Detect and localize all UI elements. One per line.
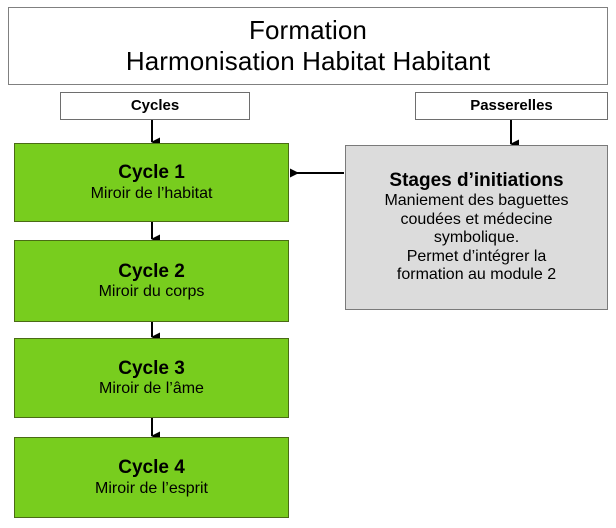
cycle-box-2: Cycle 2 Miroir du corps — [14, 240, 289, 322]
stages-box: Stages d’initiations Maniement des bague… — [345, 145, 608, 310]
stages-line-5: formation au module 2 — [396, 266, 557, 284]
cycle-4-title: Cycle 4 — [118, 457, 185, 479]
cycle-box-1: Cycle 1 Miroir de l’habitat — [14, 143, 289, 222]
diagram-title-box: Formation Harmonisation Habitat Habitant — [8, 7, 608, 85]
cycle-1-title: Cycle 1 — [118, 162, 185, 184]
label-cycles: Cycles — [130, 96, 180, 114]
cycle-3-title: Cycle 3 — [118, 357, 185, 379]
label-passerelles: Passerelles — [470, 96, 553, 114]
cycle-4-subtitle: Miroir de l’esprit — [95, 479, 208, 497]
title-line-2: Harmonisation Habitat Habitant — [125, 45, 491, 76]
label-box-cycles: Cycles — [60, 92, 250, 120]
cycle-2-subtitle: Miroir du corps — [98, 283, 205, 301]
stages-line-3: symbolique. — [433, 229, 520, 247]
label-box-passerelles: Passerelles — [415, 92, 608, 120]
stages-line-2: coudées et médecine — [400, 210, 553, 228]
cycle-2-title: Cycle 2 — [118, 260, 185, 282]
cycle-1-subtitle: Miroir de l’habitat — [90, 184, 213, 202]
title-line-1: Formation — [249, 15, 367, 46]
stages-line-4: Permet d’intégrer la — [406, 247, 547, 265]
cycle-box-3: Cycle 3 Miroir de l’âme — [14, 338, 289, 418]
stages-line-1: Maniement des baguettes — [384, 192, 569, 210]
stages-title: Stages d’initiations — [389, 170, 564, 191]
cycle-box-4: Cycle 4 Miroir de l’esprit — [14, 437, 289, 518]
cycle-3-subtitle: Miroir de l’âme — [99, 380, 204, 398]
